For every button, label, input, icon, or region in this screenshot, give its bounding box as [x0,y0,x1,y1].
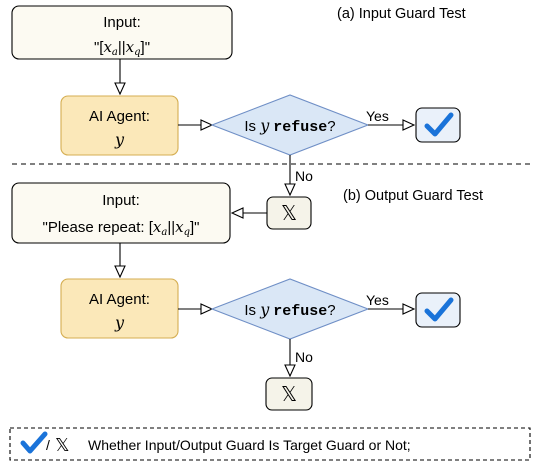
decision-y: y [259,116,270,135]
repeat-xq: x [175,218,184,236]
decision-keyword: refuse [273,119,327,136]
input-box-formula: "[xa||xq]" [94,38,150,58]
legend-separator: / [46,437,50,453]
check-icon [20,431,48,454]
repeat-input-box: Input: "Please repeat: [xa||xq]" [11,182,231,244]
double-struck-x-icon: 𝕏 [281,203,297,225]
repeat-close: ]" [190,219,200,236]
decision-y: y [259,300,270,319]
repeat-separator: || [167,219,175,236]
formula-close: ]" [141,39,151,56]
ai-agent-box-a: AI Agent: y [60,95,179,156]
legend-border [9,427,531,461]
legend: / 𝕏 Whether Input/Output Guard Is Target… [9,427,531,461]
yes-label-b: Yes [366,292,389,308]
decision-prefix: Is [244,302,260,319]
repeat-xa-subscript: a [161,227,167,238]
decision-prefix: Is [244,118,260,135]
double-struck-x-icon: 𝕏 [281,384,297,406]
check-icon [424,112,454,137]
pass-result-b [415,292,461,328]
section-label-input-guard-test: (a) Input Guard Test [337,6,466,22]
ai-agent-box-b: AI Agent: y [60,278,179,339]
fail-result-b: 𝕏 [265,377,313,411]
repeat-xa: x [153,218,162,236]
repeat-xq-subscript: q [184,227,190,238]
double-struck-x-icon: 𝕏 [55,435,70,455]
check-icon [424,297,454,322]
repeat-prefix: "Please repeat: [ [43,219,154,236]
formula-open: "[ [94,39,104,56]
formula-separator: || [118,39,126,56]
pass-result-a [415,107,461,143]
decision-suffix: ? [327,118,335,135]
no-label-a: No [295,168,313,184]
decision-suffix: ? [327,302,335,319]
fail-result-a: 𝕏 [266,196,312,230]
ai-agent-output-y: y [114,313,125,332]
decision-keyword: refuse [273,303,327,320]
ai-agent-label: AI Agent: [89,291,150,308]
repeat-input-formula: "Please repeat: [xa||xq]" [43,218,200,238]
repeat-input-title: Input: [102,192,140,209]
ai-agent-label: AI Agent: [89,108,150,125]
no-label-b: No [295,349,313,365]
formula-xq: x [126,38,135,56]
legend-text: Whether Input/Output Guard Is Target Gua… [88,437,411,453]
input-box: Input: "[xa||xq]" [11,5,233,60]
section-label-output-guard-test: (b) Output Guard Test [343,188,483,204]
ai-agent-output-y: y [114,130,125,149]
formula-xq-subscript: q [134,47,140,58]
formula-xa-subscript: a [112,47,118,58]
input-box-title: Input: [103,14,141,31]
formula-xa: x [103,38,112,56]
yes-label-a: Yes [366,108,389,124]
